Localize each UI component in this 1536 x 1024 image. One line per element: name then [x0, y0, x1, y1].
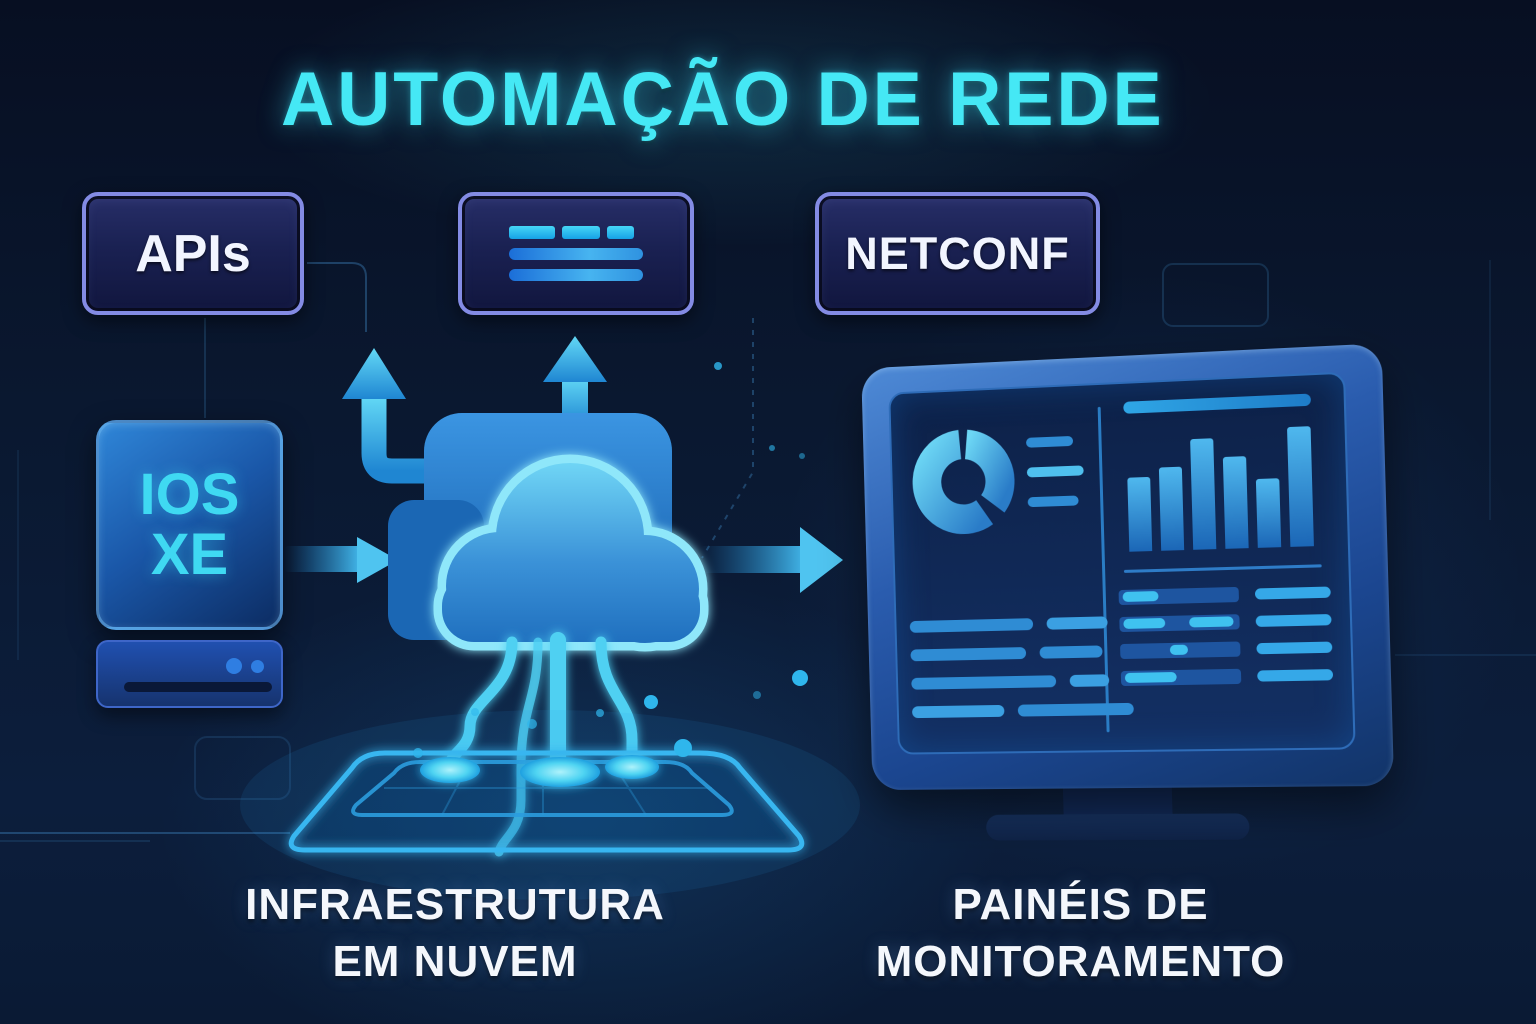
bar: [1127, 476, 1153, 552]
config-icon-segment: [607, 226, 634, 239]
config-icon-segment: [562, 226, 600, 239]
server-slot: [124, 682, 272, 692]
bar: [1190, 438, 1217, 550]
node-apis[interactable]: APIs: [82, 192, 304, 315]
circuit-lines: [444, 632, 638, 857]
bar: [1222, 456, 1249, 549]
arrow-up-to-config: [543, 336, 607, 426]
ios-xe-label-line2: XE: [150, 522, 229, 587]
node-ios-xe[interactable]: IOS XE: [96, 420, 283, 630]
platform-icon: [240, 710, 860, 900]
panel-title-line: [1123, 393, 1312, 414]
netconf-label: NETCONF: [845, 227, 1070, 279]
caption-monitoring-dashboards: PAINÉIS DE MONITORAMENTO: [808, 876, 1353, 990]
ios-xe-label-line1: IOS: [139, 461, 240, 527]
cloud-server-box: [388, 413, 672, 640]
bar-chart-icon: [1126, 421, 1329, 552]
node-config[interactable]: [458, 192, 694, 315]
cloud-icon: [433, 454, 709, 652]
arrow-up-to-apis: [342, 348, 453, 484]
monitor-stand-base: [985, 813, 1250, 841]
right-text-lines-plain: [1254, 586, 1334, 682]
caption-cloud-infrastructure: INFRAESTRUTURA EM NUVEM: [195, 876, 715, 990]
server-unit-icon: [96, 640, 283, 708]
caption-line: PAINÉIS DE: [952, 880, 1209, 929]
donut-chart-icon: [902, 418, 1025, 549]
monitor-screen: [888, 371, 1356, 755]
bar: [1158, 466, 1185, 551]
bar: [1255, 478, 1282, 548]
arrow-cloud-to-monitor: [700, 527, 843, 593]
config-icon-bar: [509, 248, 643, 260]
arrow-iosxe-to-cloud: [284, 537, 398, 583]
node-netconf[interactable]: NETCONF: [815, 192, 1100, 315]
donut-legend-lines: [1025, 435, 1085, 508]
monitor-dashboard: [861, 343, 1395, 841]
apis-label: APIs: [135, 224, 251, 283]
donut-segment: [966, 443, 1000, 505]
panel-divider-line: [1123, 564, 1322, 573]
bar: [1287, 426, 1314, 547]
left-text-lines: [909, 616, 1134, 719]
caption-line: MONITORAMENTO: [875, 937, 1286, 987]
caption-line: INFRAESTRUTURA: [245, 880, 665, 929]
right-text-lines-highlighted: [1118, 586, 1242, 687]
page-title: AUTOMAÇÃO DE REDE: [280, 57, 1165, 142]
config-icon-segment: [509, 226, 555, 239]
config-icon-bar: [509, 269, 643, 281]
caption-line: EM NUVEM: [332, 937, 578, 987]
server-led-icon: [226, 658, 242, 674]
config-list-icon: [509, 226, 643, 281]
server-led-icon: [251, 660, 264, 673]
